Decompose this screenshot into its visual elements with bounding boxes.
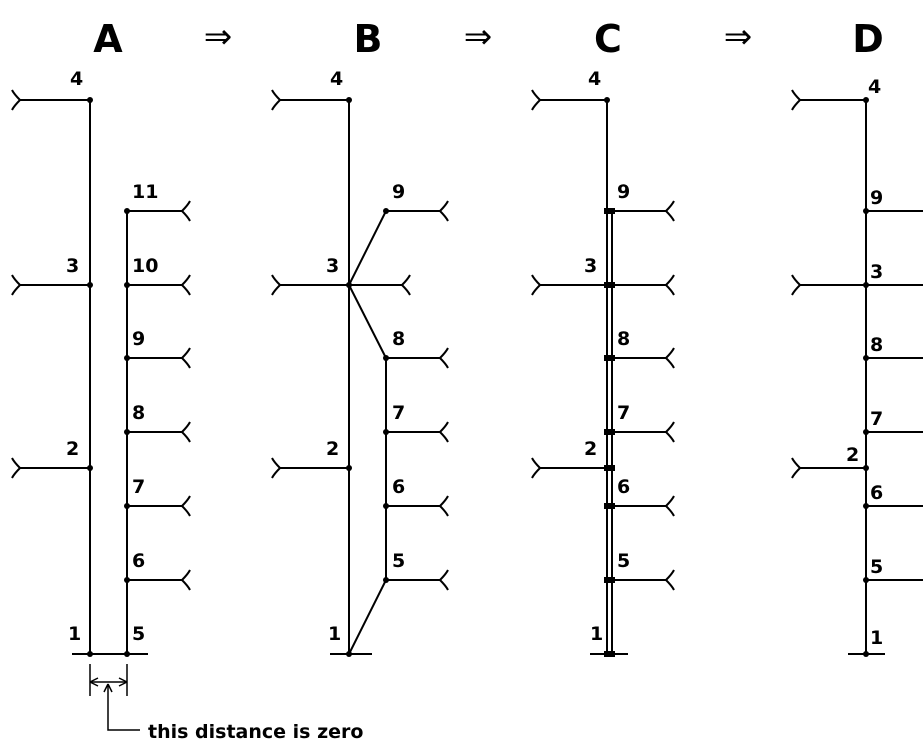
node-label-8: 8 — [870, 334, 883, 356]
branch-3-right — [612, 274, 675, 296]
branch-2 — [271, 457, 349, 479]
node-dots — [346, 97, 389, 657]
node-label-4: 4 — [588, 68, 601, 90]
node-label-6: 6 — [617, 476, 630, 498]
member-3-9 — [348, 210, 387, 286]
node-dots — [604, 97, 615, 657]
branch-4 — [11, 89, 90, 111]
node-label-3: 3 — [326, 255, 339, 277]
node-label-8: 8 — [132, 402, 145, 424]
node-label-6: 6 — [392, 476, 405, 498]
branch-5 — [612, 569, 675, 591]
node-dots — [87, 97, 130, 657]
panel-d: 4 9 3 8 7 2 6 5 1 — [791, 76, 923, 657]
node-label-9: 9 — [392, 181, 405, 203]
node-label-3: 3 — [870, 261, 883, 283]
branch-8 — [127, 421, 191, 443]
panel-c: 4 3 2 1 9 8 7 6 5 — [531, 68, 675, 657]
node-label-5: 5 — [132, 623, 145, 645]
node-label-6: 6 — [870, 482, 883, 504]
node-label-7: 7 — [132, 476, 145, 498]
branch-9 — [612, 200, 675, 222]
node-label-3: 3 — [584, 255, 597, 277]
panel-b: 4 3 2 1 9 8 7 6 5 — [271, 68, 449, 657]
node-label-9: 9 — [132, 328, 145, 350]
node-label-4: 4 — [70, 68, 83, 90]
branch-3-left — [791, 274, 866, 296]
branch-7 — [612, 421, 675, 443]
branch-2 — [791, 457, 866, 479]
branch-6 — [612, 495, 675, 517]
node-label-2: 2 — [846, 444, 859, 466]
branch-3-right — [349, 274, 411, 296]
node-label-1: 1 — [68, 623, 81, 645]
node-label-1: 1 — [590, 623, 603, 645]
node-label-4: 4 — [330, 68, 343, 90]
node-label-9: 9 — [870, 187, 883, 209]
node-label-6: 6 — [132, 550, 145, 572]
node-label-4: 4 — [868, 76, 881, 98]
node-label-9: 9 — [617, 181, 630, 203]
branch-6 — [127, 569, 191, 591]
branch-11 — [127, 200, 191, 222]
node-label-7: 7 — [870, 408, 883, 430]
branch-7 — [127, 495, 191, 517]
panel-d-title: D — [852, 17, 884, 61]
branch-9 — [386, 200, 449, 222]
branch-4 — [791, 89, 866, 111]
node-label-3: 3 — [66, 255, 79, 277]
zero-distance-dimension — [89, 664, 140, 731]
node-label-8: 8 — [392, 328, 405, 350]
node-label-5: 5 — [870, 556, 883, 578]
branch-2 — [11, 457, 90, 479]
node-label-5: 5 — [392, 550, 405, 572]
node-label-7: 7 — [392, 402, 405, 424]
branch-4 — [531, 89, 607, 111]
node-label-10: 10 — [132, 255, 158, 277]
node-dots — [863, 97, 869, 657]
node-label-2: 2 — [326, 438, 339, 460]
branch-3-left — [271, 274, 349, 296]
panel-a: 4 3 2 1 11 10 9 8 7 6 5 this distance is… — [11, 68, 363, 741]
node-label-2: 2 — [66, 438, 79, 460]
branch-4 — [271, 89, 349, 111]
arrow-b-to-c: ⇒ — [464, 17, 493, 57]
node-label-1: 1 — [328, 623, 341, 645]
branch-3-left — [531, 274, 607, 296]
node-label-8: 8 — [617, 328, 630, 350]
node-label-11: 11 — [132, 181, 158, 203]
branch-2 — [531, 457, 607, 479]
zero-distance-note: this distance is zero — [148, 721, 363, 741]
branch-9 — [127, 347, 191, 369]
arrow-a-to-b: ⇒ — [204, 17, 233, 57]
panel-c-title: C — [594, 17, 622, 61]
node-label-1: 1 — [870, 627, 883, 649]
panel-a-title: A — [93, 17, 123, 61]
branch-3 — [11, 274, 90, 296]
branch-8 — [386, 347, 449, 369]
panel-b-title: B — [354, 17, 383, 61]
branch-6 — [386, 495, 449, 517]
node-label-2: 2 — [584, 438, 597, 460]
member-right-chain — [348, 284, 387, 655]
arrow-c-to-d: ⇒ — [724, 17, 753, 57]
branch-7 — [386, 421, 449, 443]
branch-10 — [127, 274, 191, 296]
branch-5 — [386, 569, 449, 591]
node-label-5: 5 — [617, 550, 630, 572]
node-label-7: 7 — [617, 402, 630, 424]
branch-8 — [612, 347, 675, 369]
